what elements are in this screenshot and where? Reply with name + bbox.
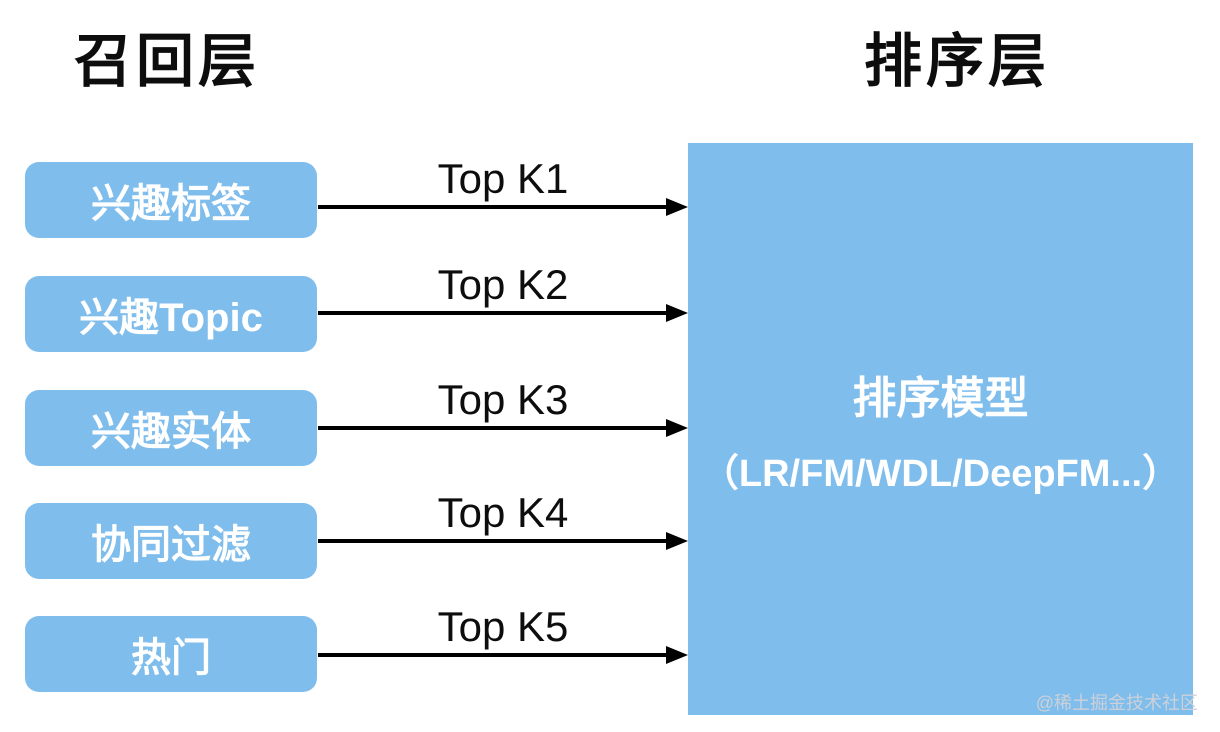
- arrowhead-icon: [666, 646, 688, 664]
- recall-box-label: 兴趣Topic: [79, 296, 263, 340]
- arrow-label-top-k4: Top K4: [437, 489, 569, 536]
- recall-box-label: 协同过滤: [91, 523, 251, 567]
- ranking-model-subtitle: （LR/FM/WDL/DeepFM...）: [700, 452, 1181, 495]
- arrowhead-icon: [666, 198, 688, 216]
- recall-box-interest-tags: 兴趣标签: [25, 162, 317, 238]
- recall-box-label: 热门: [131, 636, 211, 680]
- arrow-top-k5: [318, 646, 688, 664]
- arrow-label-top-k2: Top K2: [437, 261, 569, 308]
- ranking-model-box: 排序模型 （LR/FM/WDL/DeepFM...）: [688, 143, 1193, 715]
- recall-box-interest-entity: 兴趣实体: [25, 390, 317, 466]
- recall-box-hot: 热门: [25, 616, 317, 692]
- arrow-label-top-k5: Top K5: [437, 603, 569, 650]
- ranking-model-title: 排序模型: [852, 373, 1029, 423]
- arrow-label-top-k1: Top K1: [437, 155, 569, 202]
- recall-box-collaborative-filtering: 协同过滤: [25, 503, 317, 579]
- recall-box-label: 兴趣实体: [91, 410, 251, 454]
- arrowhead-icon: [666, 419, 688, 437]
- recall-box-label: 兴趣标签: [91, 182, 251, 226]
- watermark: @稀土掘金技术社区: [1035, 693, 1198, 713]
- recall-layer-title: 召回层: [74, 29, 261, 94]
- ranking-layer-title: 排序层: [864, 29, 1051, 94]
- arrowhead-icon: [666, 532, 688, 550]
- recall-box-interest-topic: 兴趣Topic: [25, 276, 317, 352]
- arrowhead-icon: [666, 304, 688, 322]
- arrow-top-k1: [318, 198, 688, 216]
- arrow-top-k2: [318, 304, 688, 322]
- arrow-top-k3: [318, 419, 688, 437]
- arrow-top-k4: [318, 532, 688, 550]
- arrow-label-top-k3: Top K3: [437, 376, 569, 423]
